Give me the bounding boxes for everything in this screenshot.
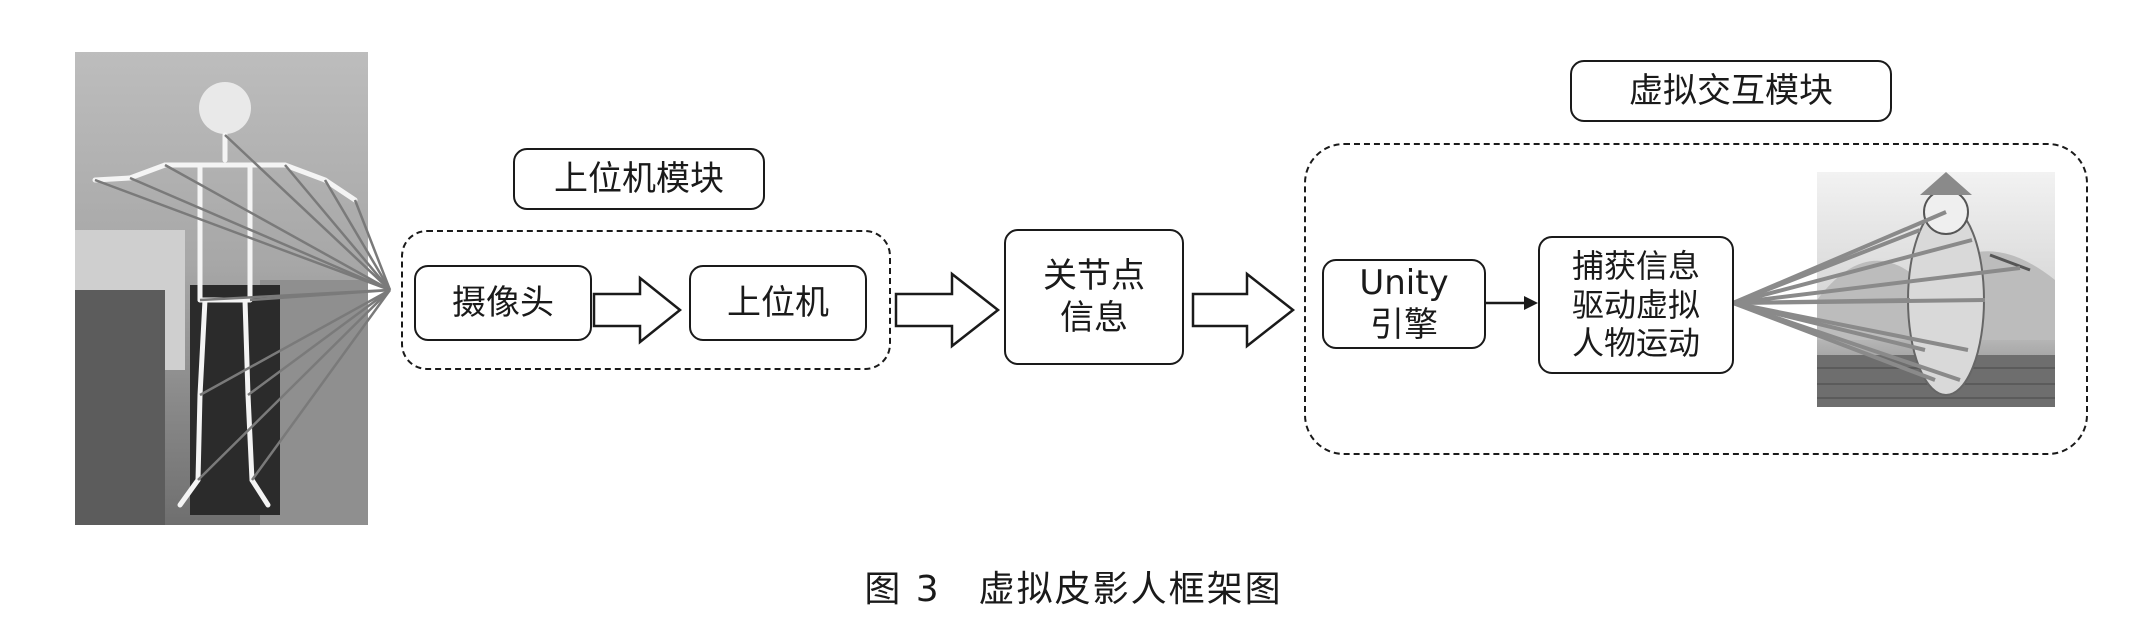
figure-caption: 图 3 虚拟皮影人框架图	[864, 569, 1283, 610]
virtual-module-container	[1304, 143, 2088, 455]
joint-info-node-text: 关节点 信息	[1043, 255, 1145, 339]
joint-info-node: 关节点 信息	[1004, 229, 1184, 365]
capture-drive-node: 捕获信息 驱动虚拟 人物运动	[1538, 236, 1734, 374]
thin-arrow-icon	[1485, 296, 1538, 310]
host-pc-node-text: 上位机	[727, 282, 829, 323]
left-tracking-rays	[94, 134, 392, 481]
virtual-module-title-text: 虚拟交互模块	[1629, 70, 1833, 111]
host-pc-node: 上位机	[689, 265, 867, 341]
capture-drive-node-text: 捕获信息 驱动虚拟 人物运动	[1571, 247, 1700, 363]
hollow-arrow-icon	[894, 271, 1001, 349]
camera-node: 摄像头	[414, 265, 592, 341]
hollow-arrow-icon	[1191, 271, 1296, 349]
hollow-arrow-icon	[592, 275, 683, 345]
virtual-module-title: 虚拟交互模块	[1570, 60, 1892, 122]
right-tracking-rays	[1732, 210, 2021, 382]
person-skeleton-photo	[75, 52, 368, 525]
host-module-title-text: 上位机模块	[554, 158, 724, 199]
unity-engine-node: Unity 引擎	[1322, 259, 1486, 349]
host-module-container	[401, 230, 891, 370]
unity-engine-node-text: Unity 引擎	[1359, 262, 1449, 346]
camera-node-text: 摄像头	[452, 282, 554, 323]
host-module-title: 上位机模块	[513, 148, 765, 210]
